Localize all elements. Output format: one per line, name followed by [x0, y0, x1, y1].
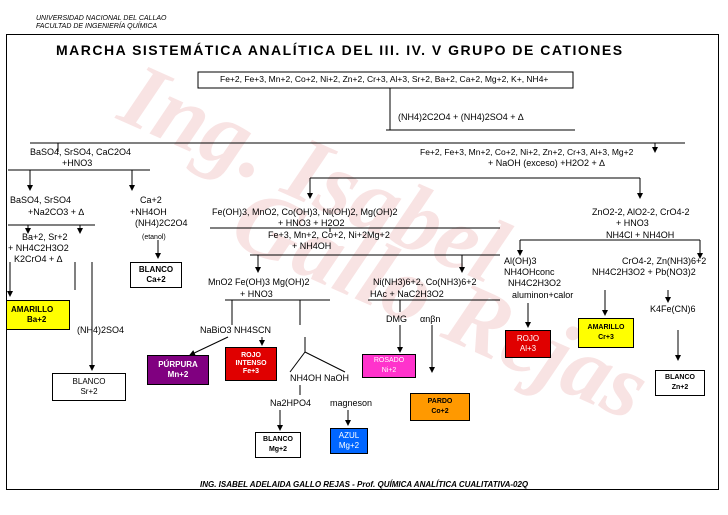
- result-label: AMARILLO: [587, 324, 625, 331]
- aloh3: Al(OH)3: [504, 256, 537, 266]
- ba-sr-acetate: + NH4C2H3O2: [8, 243, 69, 253]
- result-label: ROJO: [516, 334, 540, 343]
- result-label: ROJO INTENSO: [235, 352, 267, 367]
- aloh3-aluminon: aluminon+calor: [512, 290, 574, 300]
- aloh3-nh4oh: NH4OHconc: [504, 267, 555, 277]
- k4fe-cn6: K4Fe(CN)6: [650, 304, 696, 314]
- ca-reagent-nh4oh: +NH4OH: [130, 207, 167, 217]
- dmg-reagent: DMG: [386, 314, 407, 324]
- result-label: BLANCO: [72, 377, 106, 386]
- mno2-hno3: + HNO3: [240, 289, 273, 299]
- amphoteric-nh4cl: NH4Cl + NH4OH: [606, 230, 675, 240]
- ppt-group5-reagent: +HNO3: [62, 158, 93, 168]
- result-label: AZUL: [338, 431, 360, 440]
- hydroxides-nh4oh: + NH4OH: [292, 241, 332, 251]
- amphoteric-ions: ZnO2-2, AlO2-2, CrO4-2: [592, 207, 690, 217]
- ba-sr-chromate: K2CrO4 + ∆: [14, 254, 63, 264]
- baso4-reagent: +Na2CO3 + ∆: [28, 207, 85, 217]
- result-purpura-mn: PÚRPURA Mn+2: [147, 355, 209, 385]
- hydroxides: Fe(OH)3, MnO2, Co(OH)3, Ni(OH)2, Mg(OH)2: [212, 207, 398, 217]
- result-ion: Fe+3: [242, 368, 260, 375]
- result-ion: Mg+2: [338, 441, 360, 450]
- cro4-reagent: NH4C2H3O2 + Pb(NO3)2: [592, 267, 696, 277]
- diagram-frame: [6, 34, 719, 490]
- soln-group34: Fe+2, Fe+3, Mn+2, Co+2, Ni+2, Zn+2, Cr+3…: [420, 147, 634, 157]
- university-name: UNIVERSIDAD NACIONAL DEL CALLAO: [36, 15, 167, 22]
- result-label: AMARILLO: [11, 305, 54, 314]
- result-blanco-zn: BLANCO Zn+2: [655, 370, 705, 396]
- ca-reagent-ethanol: (etanol): [142, 234, 166, 241]
- result-pardo-co: PARDO Co+2: [410, 393, 470, 421]
- result-ion: Ni+2: [381, 367, 397, 374]
- result-ion: Zn+2: [671, 384, 689, 391]
- result-blanco-mg: BLANCO Mg+2: [255, 432, 301, 458]
- result-label: PÚRPURA: [158, 360, 198, 369]
- result-blanco-sr: BLANCO Sr+2: [52, 373, 126, 401]
- reagent-oxalate: (NH4)2C2O4 + (NH4)2SO4 + ∆: [398, 112, 524, 122]
- cro4-zn: CrO4-2, Zn(NH3)6+2: [622, 256, 707, 266]
- na2hpo4-reagent: Na2HPO4: [270, 398, 312, 408]
- result-ion: Cr+3: [598, 334, 614, 341]
- faculty-name: FACULTAD DE INGENIERÍA QUÍMICA: [36, 23, 158, 30]
- result-ion: Mn+2: [167, 370, 189, 379]
- nabio3-nh4scn: NaBiO3 NH4SCN: [200, 325, 272, 335]
- result-amarillo-ba: AMARILLO Ba+2: [6, 300, 70, 330]
- ca-ion: Ca+2: [140, 195, 162, 205]
- alpha-nitroso-reagent: αnβn: [420, 314, 441, 324]
- aloh3-acetate: NH4C2H3O2: [508, 278, 562, 288]
- result-label: ROSADO: [373, 357, 405, 364]
- ni-co-ammine: Ni(NH3)6+2, Co(NH3)6+2: [373, 277, 477, 287]
- result-ion: Al+3: [519, 344, 537, 353]
- nh42so4: (NH4)2SO4: [77, 325, 125, 335]
- result-ion: Sr+2: [80, 387, 98, 396]
- result-label: BLANCO: [263, 436, 293, 443]
- result-ion: Ca+2: [146, 275, 166, 284]
- amphoteric-hno3: + HNO3: [616, 218, 649, 228]
- result-blanco-ca: BLANCO Ca+2: [130, 262, 182, 288]
- soln-group34-reagent: + NaOH (exceso) +H2O2 + ∆: [488, 158, 605, 168]
- result-label: BLANCO: [138, 265, 174, 274]
- result-label: PARDO: [427, 398, 453, 405]
- footer-credit: ING. ISABEL ADELAIDA GALLO REJAS - Prof.…: [200, 480, 529, 489]
- page-title: MARCHA SISTEMÁTICA ANALÍTICA DEL III. IV…: [56, 42, 624, 58]
- result-azul-mg: AZUL Mg+2: [330, 428, 368, 454]
- magneson-reagent: magneson: [330, 398, 373, 408]
- nh4oh-naoh: NH4OH NaOH: [290, 373, 350, 383]
- result-amarillo-cr: AMARILLO Cr+3: [578, 318, 634, 348]
- result-rojo-al: ROJO Al+3: [505, 330, 551, 358]
- ni-co-acetate: HAc + NaC2H3O2: [370, 289, 444, 299]
- result-ion: Co+2: [431, 408, 449, 415]
- ca-reagent-oxalate: (NH4)2C2O4: [135, 218, 188, 228]
- result-rosado-ni: ROSADO Ni+2: [362, 354, 416, 378]
- ppt-group5: BaSO4, SrSO4, CaC2O4: [30, 147, 132, 157]
- baso4-srso4: BaSO4, SrSO4: [10, 195, 72, 205]
- result-label: BLANCO: [665, 374, 695, 381]
- mno2-feoh3: MnO2 Fe(OH)3 Mg(OH)2: [208, 277, 310, 287]
- ba-sr-ions: Ba+2, Sr+2: [22, 232, 68, 242]
- result-rojo-fe: ROJO INTENSO Fe+3: [225, 347, 277, 381]
- result-ion: Mg+2: [268, 446, 288, 453]
- result-ion: Ba+2: [27, 315, 47, 324]
- start-cations: Fe+2, Fe+3, Mn+2, Co+2, Ni+2, Zn+2, Cr+3…: [220, 74, 549, 84]
- hydroxides-ions: Fe+3, Mn+2, Co+2, Ni+2Mg+2: [268, 230, 390, 240]
- hydroxides-reagent: + HNO3 + H2O2: [278, 218, 345, 228]
